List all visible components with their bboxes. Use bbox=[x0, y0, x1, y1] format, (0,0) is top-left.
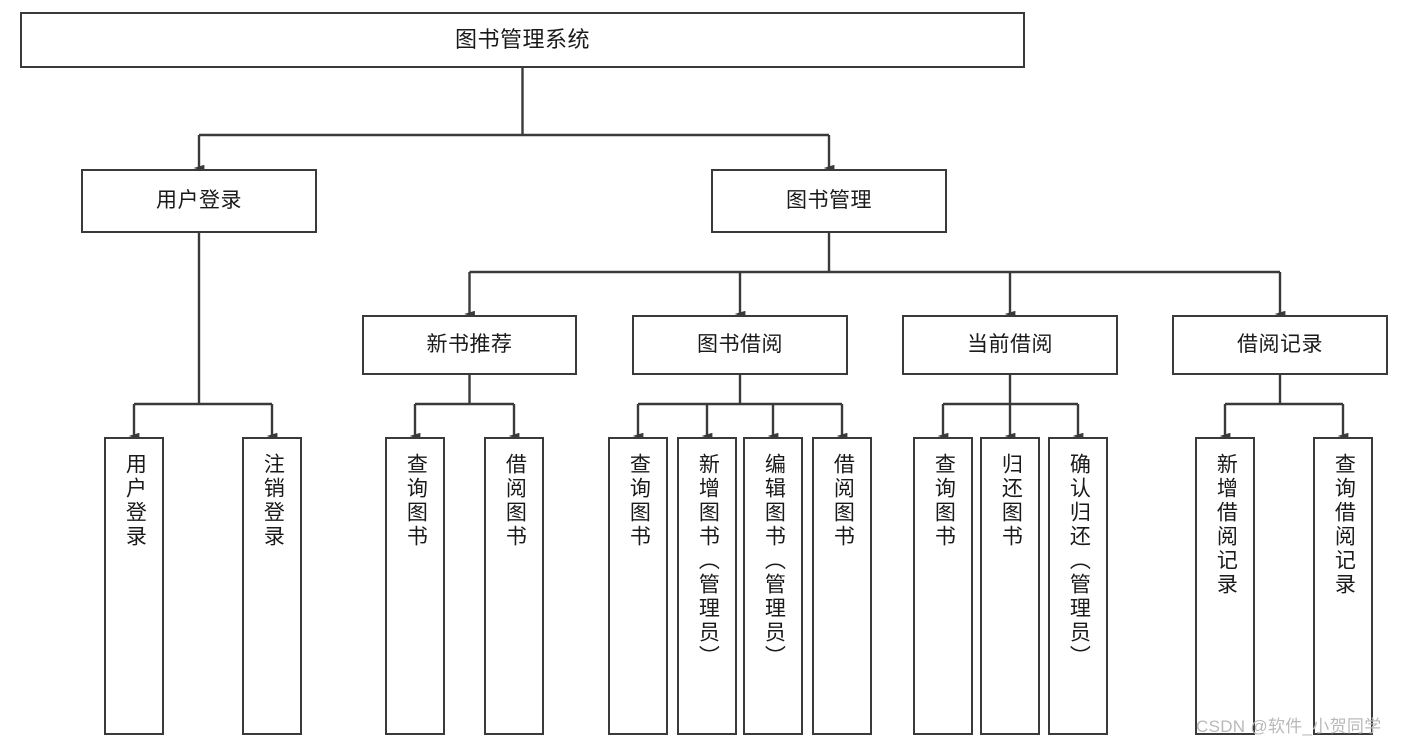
node-label: 注销登录 bbox=[261, 453, 285, 549]
node-leaf-query-book-1[interactable]: 查询图书 bbox=[385, 437, 445, 735]
node-label: 确认归还（管理员） bbox=[1067, 453, 1091, 669]
node-bookmgmt[interactable]: 图书管理 bbox=[711, 169, 947, 233]
node-label: 查询图书 bbox=[627, 453, 651, 549]
node-newbook[interactable]: 新书推荐 bbox=[362, 315, 577, 375]
node-borrow[interactable]: 图书借阅 bbox=[632, 315, 848, 375]
node-leaf-query-book-2[interactable]: 查询图书 bbox=[608, 437, 668, 735]
node-root[interactable]: 图书管理系统 bbox=[20, 12, 1025, 68]
watermark-csdn: CSDN @软件_小贺同学 bbox=[1196, 717, 1382, 736]
node-leaf-add-book[interactable]: 新增图书（管理员） bbox=[677, 437, 737, 735]
node-leaf-borrow-book-2[interactable]: 借阅图书 bbox=[812, 437, 872, 735]
node-leaf-query-book-3[interactable]: 查询图书 bbox=[913, 437, 973, 735]
node-label: 编辑图书（管理员） bbox=[762, 453, 786, 669]
node-leaf-user-login[interactable]: 用户登录 bbox=[104, 437, 164, 735]
node-label: 借阅图书 bbox=[831, 453, 855, 549]
node-label: 借阅图书 bbox=[503, 453, 527, 549]
node-login[interactable]: 用户登录 bbox=[81, 169, 317, 233]
node-label: 查询借阅记录 bbox=[1332, 453, 1356, 597]
node-leaf-query-record[interactable]: 查询借阅记录 bbox=[1313, 437, 1373, 735]
node-label: 用户登录 bbox=[156, 188, 242, 212]
node-label: 图书管理 bbox=[786, 188, 872, 212]
edge-layer bbox=[128, 68, 1349, 440]
node-label: 归还图书 bbox=[999, 453, 1023, 549]
node-label: 用户登录 bbox=[123, 453, 147, 549]
node-label: 新增借阅记录 bbox=[1214, 453, 1238, 597]
node-label: 查询图书 bbox=[404, 453, 428, 549]
node-label: 图书管理系统 bbox=[454, 27, 590, 53]
node-leaf-borrow-book-1[interactable]: 借阅图书 bbox=[484, 437, 544, 735]
node-leaf-edit-book[interactable]: 编辑图书（管理员） bbox=[743, 437, 803, 735]
node-current[interactable]: 当前借阅 bbox=[902, 315, 1118, 375]
node-label: 借阅记录 bbox=[1237, 332, 1323, 356]
node-label: 图书借阅 bbox=[697, 332, 783, 356]
node-records[interactable]: 借阅记录 bbox=[1172, 315, 1388, 375]
node-leaf-logout[interactable]: 注销登录 bbox=[242, 437, 302, 735]
node-label: 新书推荐 bbox=[426, 332, 513, 356]
node-label: 查询图书 bbox=[932, 453, 956, 549]
node-leaf-add-record[interactable]: 新增借阅记录 bbox=[1195, 437, 1255, 735]
node-leaf-return-book[interactable]: 归还图书 bbox=[980, 437, 1040, 735]
node-leaf-confirm-return[interactable]: 确认归还（管理员） bbox=[1048, 437, 1108, 735]
node-label: 当前借阅 bbox=[967, 332, 1053, 356]
node-label: 新增图书（管理员） bbox=[696, 453, 720, 669]
